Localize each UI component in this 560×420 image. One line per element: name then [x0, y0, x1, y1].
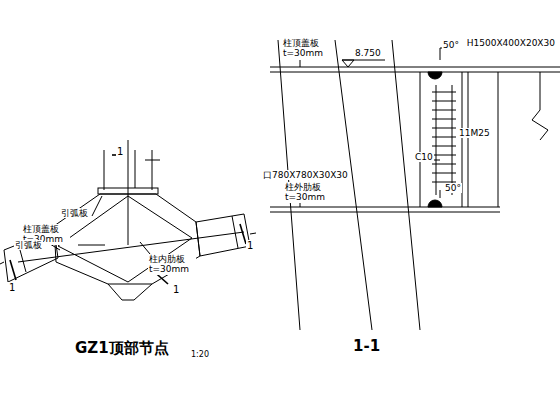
drawing-title: GZ1顶部节点	[74, 340, 170, 357]
section-mark: 1	[116, 146, 124, 158]
node-body	[18, 194, 244, 300]
column-stub	[98, 140, 160, 245]
elevation-mark	[342, 60, 385, 67]
column-tube	[278, 40, 420, 330]
annotation: 8.750	[354, 48, 382, 58]
bolt-tick	[432, 101, 456, 102]
annotation: C10	[414, 152, 434, 162]
annotation: 50°	[444, 183, 462, 193]
annotation: 柱外肋板 t=30mm	[284, 182, 332, 203]
drawing-title: 1-1	[352, 338, 381, 355]
bolt-rows	[432, 85, 456, 195]
rib-plate	[270, 207, 500, 212]
bolt-tick	[432, 119, 456, 120]
section-mark: 引弧板	[60, 208, 89, 218]
annotation: H1500X400X20X30	[466, 38, 556, 48]
annotation: 口780X780X30X30	[262, 170, 349, 180]
bolt-tick	[432, 155, 456, 156]
section-marks	[10, 155, 246, 284]
bolt-tick	[432, 110, 456, 111]
bolt-tick	[432, 164, 456, 165]
section-mark: 1	[172, 284, 180, 296]
annotation: 11M25	[458, 128, 491, 138]
cap-plate	[270, 67, 560, 72]
section-mark: 1	[8, 282, 16, 294]
bolt-tick	[432, 146, 456, 147]
bolt-tick	[432, 92, 456, 93]
h-beam	[462, 72, 548, 207]
annotation: 柱顶盖板 t=30mm	[282, 38, 330, 59]
bolt-tick	[432, 173, 456, 174]
section-mark: 引弧板	[14, 240, 43, 250]
annotation: 柱内肋板 t=30mm	[148, 254, 196, 275]
section-mark: 1	[246, 240, 254, 252]
bolt-tick	[432, 128, 456, 129]
brace-pipes	[0, 214, 256, 282]
annotation: 50°	[442, 40, 460, 50]
annotation: 1:20	[190, 350, 210, 359]
bolt-tick	[432, 137, 456, 138]
